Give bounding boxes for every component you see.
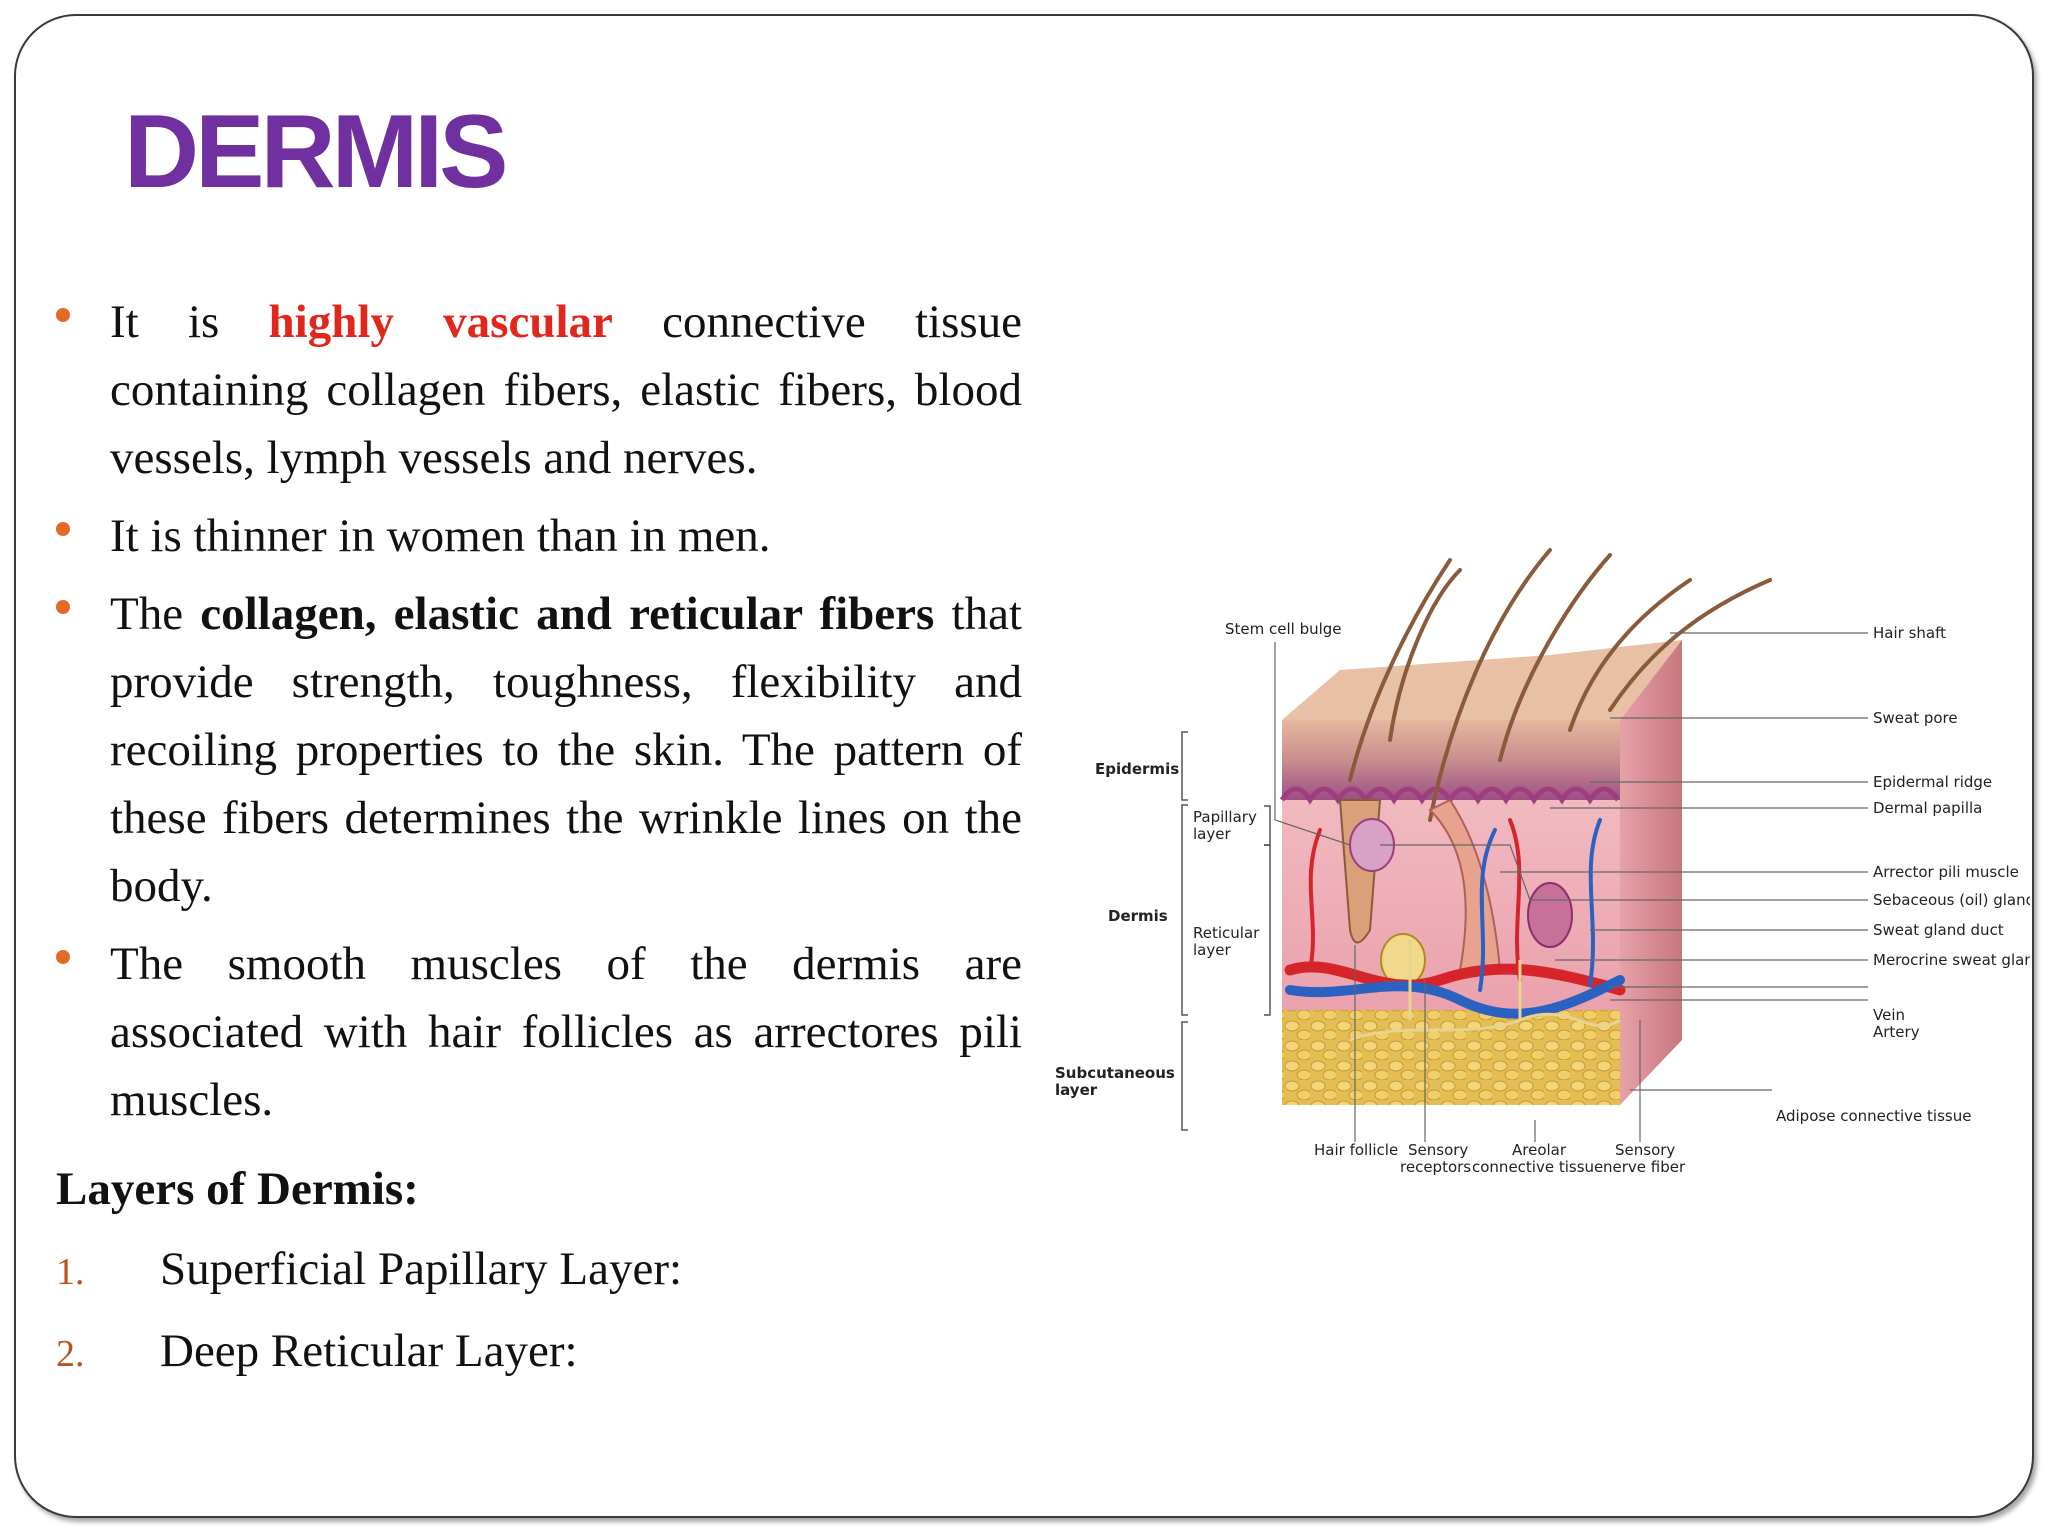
bullet-item: The collagen, elastic and reticular fibe… — [52, 580, 1022, 920]
label-papillary-2: layer — [1193, 825, 1231, 843]
label-subcutaneous-2: layer — [1055, 1081, 1098, 1099]
bullet-text: The smooth muscles of the dermis are ass… — [110, 938, 1022, 1126]
highlight-text: highly vascular — [268, 296, 613, 348]
label-merocrine: Merocrine sweat gland — [1873, 951, 2030, 969]
bullet-item: It is highly vascular connective tissue … — [52, 288, 1022, 492]
label-sensory-nerve-2: nerve fiber — [1603, 1158, 1686, 1176]
slide-frame — [14, 14, 2034, 1518]
label-sensory-receptors: Sensory — [1408, 1141, 1468, 1159]
label-arrector-pili: Arrector pili muscle — [1873, 863, 2019, 881]
bullet-text: that provide strength, toughness, flexib… — [110, 588, 1022, 912]
label-sensory-receptors-2: receptors — [1400, 1158, 1471, 1176]
label-vein: Vein — [1873, 1006, 1905, 1024]
leader-stem-cell-bulge — [1274, 642, 1351, 846]
left-brackets — [1181, 731, 1271, 1131]
label-stem-cell-bulge: Stem cell bulge — [1225, 620, 1342, 638]
label-hair-shaft: Hair shaft — [1873, 624, 1946, 642]
subcutaneous-band — [1282, 1010, 1620, 1105]
bullet-dot — [56, 522, 70, 536]
bottom-leaders — [1354, 945, 1641, 1142]
layer-text: Deep Reticular Layer: — [160, 1325, 578, 1377]
bullet-item: It is thinner in women than in men. — [52, 502, 1022, 570]
skin-diagram: Epidermis Papillary layer Dermis Reticul… — [1055, 548, 2030, 1176]
nerves — [1349, 940, 1621, 1042]
slide-title: DERMIS — [124, 94, 508, 210]
bullet-text: The — [110, 588, 201, 640]
right-leaders — [1380, 632, 1868, 1091]
bullet-text: It is thinner in women than in men. — [110, 510, 771, 562]
label-reticular-2: layer — [1193, 941, 1231, 959]
bullet-text: It is — [110, 296, 269, 348]
label-adipose: Adipose connective tissue — [1776, 1107, 1971, 1125]
blood-vessels — [1284, 818, 1626, 1019]
label-papillary: Papillary — [1193, 808, 1257, 826]
label-areolar-2: connective tissue — [1472, 1158, 1603, 1176]
bold-text: collagen, elastic and reticular fibers — [200, 588, 935, 640]
bullet-dot — [56, 600, 70, 614]
hair-shafts — [1348, 548, 1772, 822]
label-hair-follicle: Hair follicle — [1314, 1141, 1398, 1159]
label-subcutaneous: Subcutaneous — [1055, 1064, 1175, 1082]
layer-text: Superficial Papillary Layer: — [160, 1243, 683, 1295]
label-dermis: Dermis — [1108, 907, 1168, 925]
label-dermal-papilla: Dermal papilla — [1873, 799, 1982, 817]
label-sweat-pore: Sweat pore — [1873, 709, 1958, 727]
bullet-dot — [56, 950, 70, 964]
label-sweat-duct: Sweat gland duct — [1873, 921, 2004, 939]
layers-heading: Layers of Dermis: — [56, 1163, 419, 1215]
label-artery: Artery — [1873, 1023, 1920, 1041]
bullet-list: It is highly vascular connective tissue … — [52, 288, 1022, 1144]
skin-top-face — [1282, 640, 1682, 720]
label-areolar: Areolar — [1512, 1141, 1567, 1159]
bullet-text: connective tissue containing collagen fi… — [110, 296, 1023, 484]
label-sensory-nerve: Sensory — [1615, 1141, 1675, 1159]
layer-number: 2. — [56, 1333, 85, 1375]
bullet-dot — [56, 308, 70, 322]
label-epidermal-ridge: Epidermal ridge — [1873, 773, 1992, 791]
label-reticular: Reticular — [1193, 924, 1260, 942]
layer-number: 1. — [56, 1251, 85, 1293]
label-sebaceous: Sebaceous (oil) gland — [1873, 891, 2030, 909]
label-epidermis: Epidermis — [1095, 760, 1179, 778]
bullet-item: The smooth muscles of the dermis are ass… — [52, 930, 1022, 1134]
